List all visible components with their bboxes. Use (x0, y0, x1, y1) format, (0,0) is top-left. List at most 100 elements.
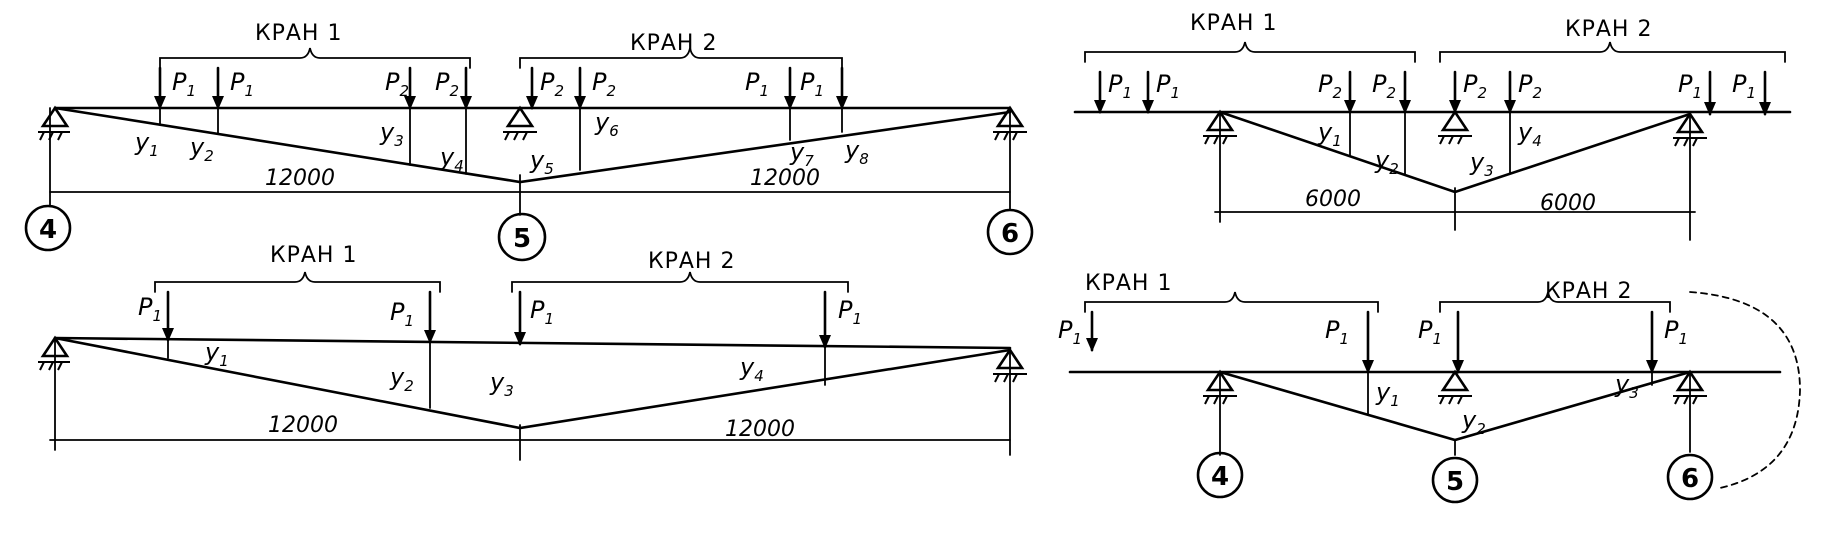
ordinate-label-y6: y6 (594, 108, 619, 140)
ordinate-label-y2: y2 (389, 363, 414, 395)
brace-crane2 (1439, 291, 1671, 313)
ordinate-label-y1: y1 (1317, 118, 1342, 150)
ordinate-label-y1: y1 (1375, 378, 1400, 410)
brace-crane1 (159, 47, 471, 69)
ordinate-lines (1349, 111, 1511, 176)
load-label: P2 (435, 68, 459, 100)
span-dimension: 12000 (268, 413, 338, 438)
load-arrows (1086, 310, 1658, 374)
span-dimension: 12000 (750, 166, 820, 191)
load-label: P1 (138, 293, 162, 325)
support-4 (1203, 369, 1237, 405)
load-arrows (1094, 70, 1771, 116)
ordinate-label-y4: y4 (1517, 118, 1542, 150)
load-label: P1 (230, 68, 254, 100)
load-label: P1 (1664, 316, 1688, 348)
ordinate-label-y3: y3 (489, 368, 514, 400)
ordinate-lines (167, 339, 826, 409)
axis-marker-4: 4 (24, 204, 72, 252)
axis-marker-5: 5 (1431, 456, 1479, 504)
ordinate-label-y3: y3 (1469, 148, 1494, 180)
support-6 (1673, 111, 1707, 147)
axis-marker-6: 6 (986, 208, 1034, 256)
support-5 (503, 105, 537, 141)
support-6 (993, 105, 1027, 141)
ordinate-label-y1: y1 (204, 338, 229, 370)
load-label: P2 (1372, 70, 1396, 102)
load-arrows (162, 290, 831, 349)
load-label: P2 (592, 68, 616, 100)
panel-bottom-right: КРАН 1 КРАН 2 P1 P1 P1 P1 y1 y2 y3 4 5 6 (1058, 271, 1801, 504)
panel-top-left: КРАН 1 КРАН 2 P1 P1 P2 P2 P2 P2 P1 P1 y1… (24, 21, 1034, 262)
ordinate-label-y8: y8 (844, 136, 869, 168)
load-label: P1 (1156, 70, 1180, 102)
load-label: P1 (1732, 70, 1756, 102)
brace-crane1 (1084, 41, 1416, 63)
load-label: P1 (745, 68, 769, 100)
support-4 (38, 105, 70, 141)
svg-text:4: 4 (39, 215, 57, 245)
support-right (993, 347, 1027, 383)
brace-crane2 (511, 271, 849, 293)
span-dimension: 6000 (1540, 191, 1596, 216)
influence-line (1218, 110, 1692, 194)
svg-text:5: 5 (1446, 467, 1464, 497)
ordinate-label-y4: y4 (739, 353, 764, 385)
ordinate-lines (1367, 371, 1653, 416)
load-label: P2 (540, 68, 564, 100)
ordinate-label-y2: y2 (1461, 406, 1486, 438)
brace-crane2 (1439, 41, 1786, 63)
crane2-label: КРАН 2 (648, 249, 735, 274)
load-label: P1 (838, 296, 862, 328)
span-dimension: 6000 (1305, 187, 1361, 212)
support-6 (1673, 369, 1707, 405)
panel-top-right: КРАН 1 КРАН 2 P1 P1 P2 P2 P2 P2 P1 P1 y1… (1073, 11, 1792, 241)
crane2-label: КРАН 2 (1565, 17, 1652, 42)
crane1-label: КРАН 1 (1085, 271, 1172, 296)
panel-bottom-left: КРАН 1 КРАН 2 P1 P1 P1 P1 y1 y2 y3 y4 12… (38, 243, 1027, 461)
ordinate-label-y2: y2 (1374, 146, 1399, 178)
load-label: P1 (1678, 70, 1702, 102)
ordinate-label-y3: y3 (1614, 370, 1639, 402)
span-dimension: 12000 (265, 166, 335, 191)
crane1-label: КРАН 1 (1190, 11, 1277, 36)
influence-line (53, 336, 1012, 430)
load-label: P2 (385, 68, 409, 100)
support-5 (1438, 369, 1472, 405)
svg-text:6: 6 (1001, 219, 1019, 249)
svg-text:4: 4 (1211, 462, 1229, 492)
axis-marker-6: 6 (1666, 453, 1714, 501)
support-5 (1438, 109, 1472, 145)
load-label: P2 (1318, 70, 1342, 102)
brace-crane1 (1084, 291, 1379, 313)
crane1-label: КРАН 1 (255, 21, 342, 46)
beam-line (53, 336, 1012, 350)
ordinate-label-y1: y1 (134, 128, 159, 160)
load-label: P2 (1518, 70, 1542, 102)
ordinate-lines (159, 107, 843, 175)
load-label: P1 (1108, 70, 1132, 102)
axis-marker-5: 5 (497, 212, 547, 262)
svg-text:5: 5 (513, 224, 531, 254)
ordinate-label-y7: y7 (789, 138, 814, 170)
load-label: P1 (390, 298, 414, 330)
load-label: P2 (1463, 70, 1487, 102)
margin-arc (1689, 291, 1801, 489)
load-arrows (154, 66, 848, 110)
load-label: P1 (1058, 316, 1082, 348)
crane1-label: КРАН 1 (270, 243, 357, 268)
load-label: P1 (530, 296, 554, 328)
brace-crane2 (519, 47, 843, 69)
span-dimension: 12000 (725, 417, 795, 442)
load-label: P1 (172, 68, 196, 100)
load-label: P1 (1418, 316, 1442, 348)
support-4 (1203, 109, 1237, 145)
axis-marker-4: 4 (1196, 451, 1244, 499)
ordinate-label-y4: y4 (439, 143, 464, 175)
crane2-label: КРАН 2 (630, 31, 717, 56)
load-label: P1 (1325, 316, 1349, 348)
ordinate-label-y3: y3 (379, 118, 404, 150)
crane2-label: КРАН 2 (1545, 279, 1632, 304)
load-label: P1 (800, 68, 824, 100)
